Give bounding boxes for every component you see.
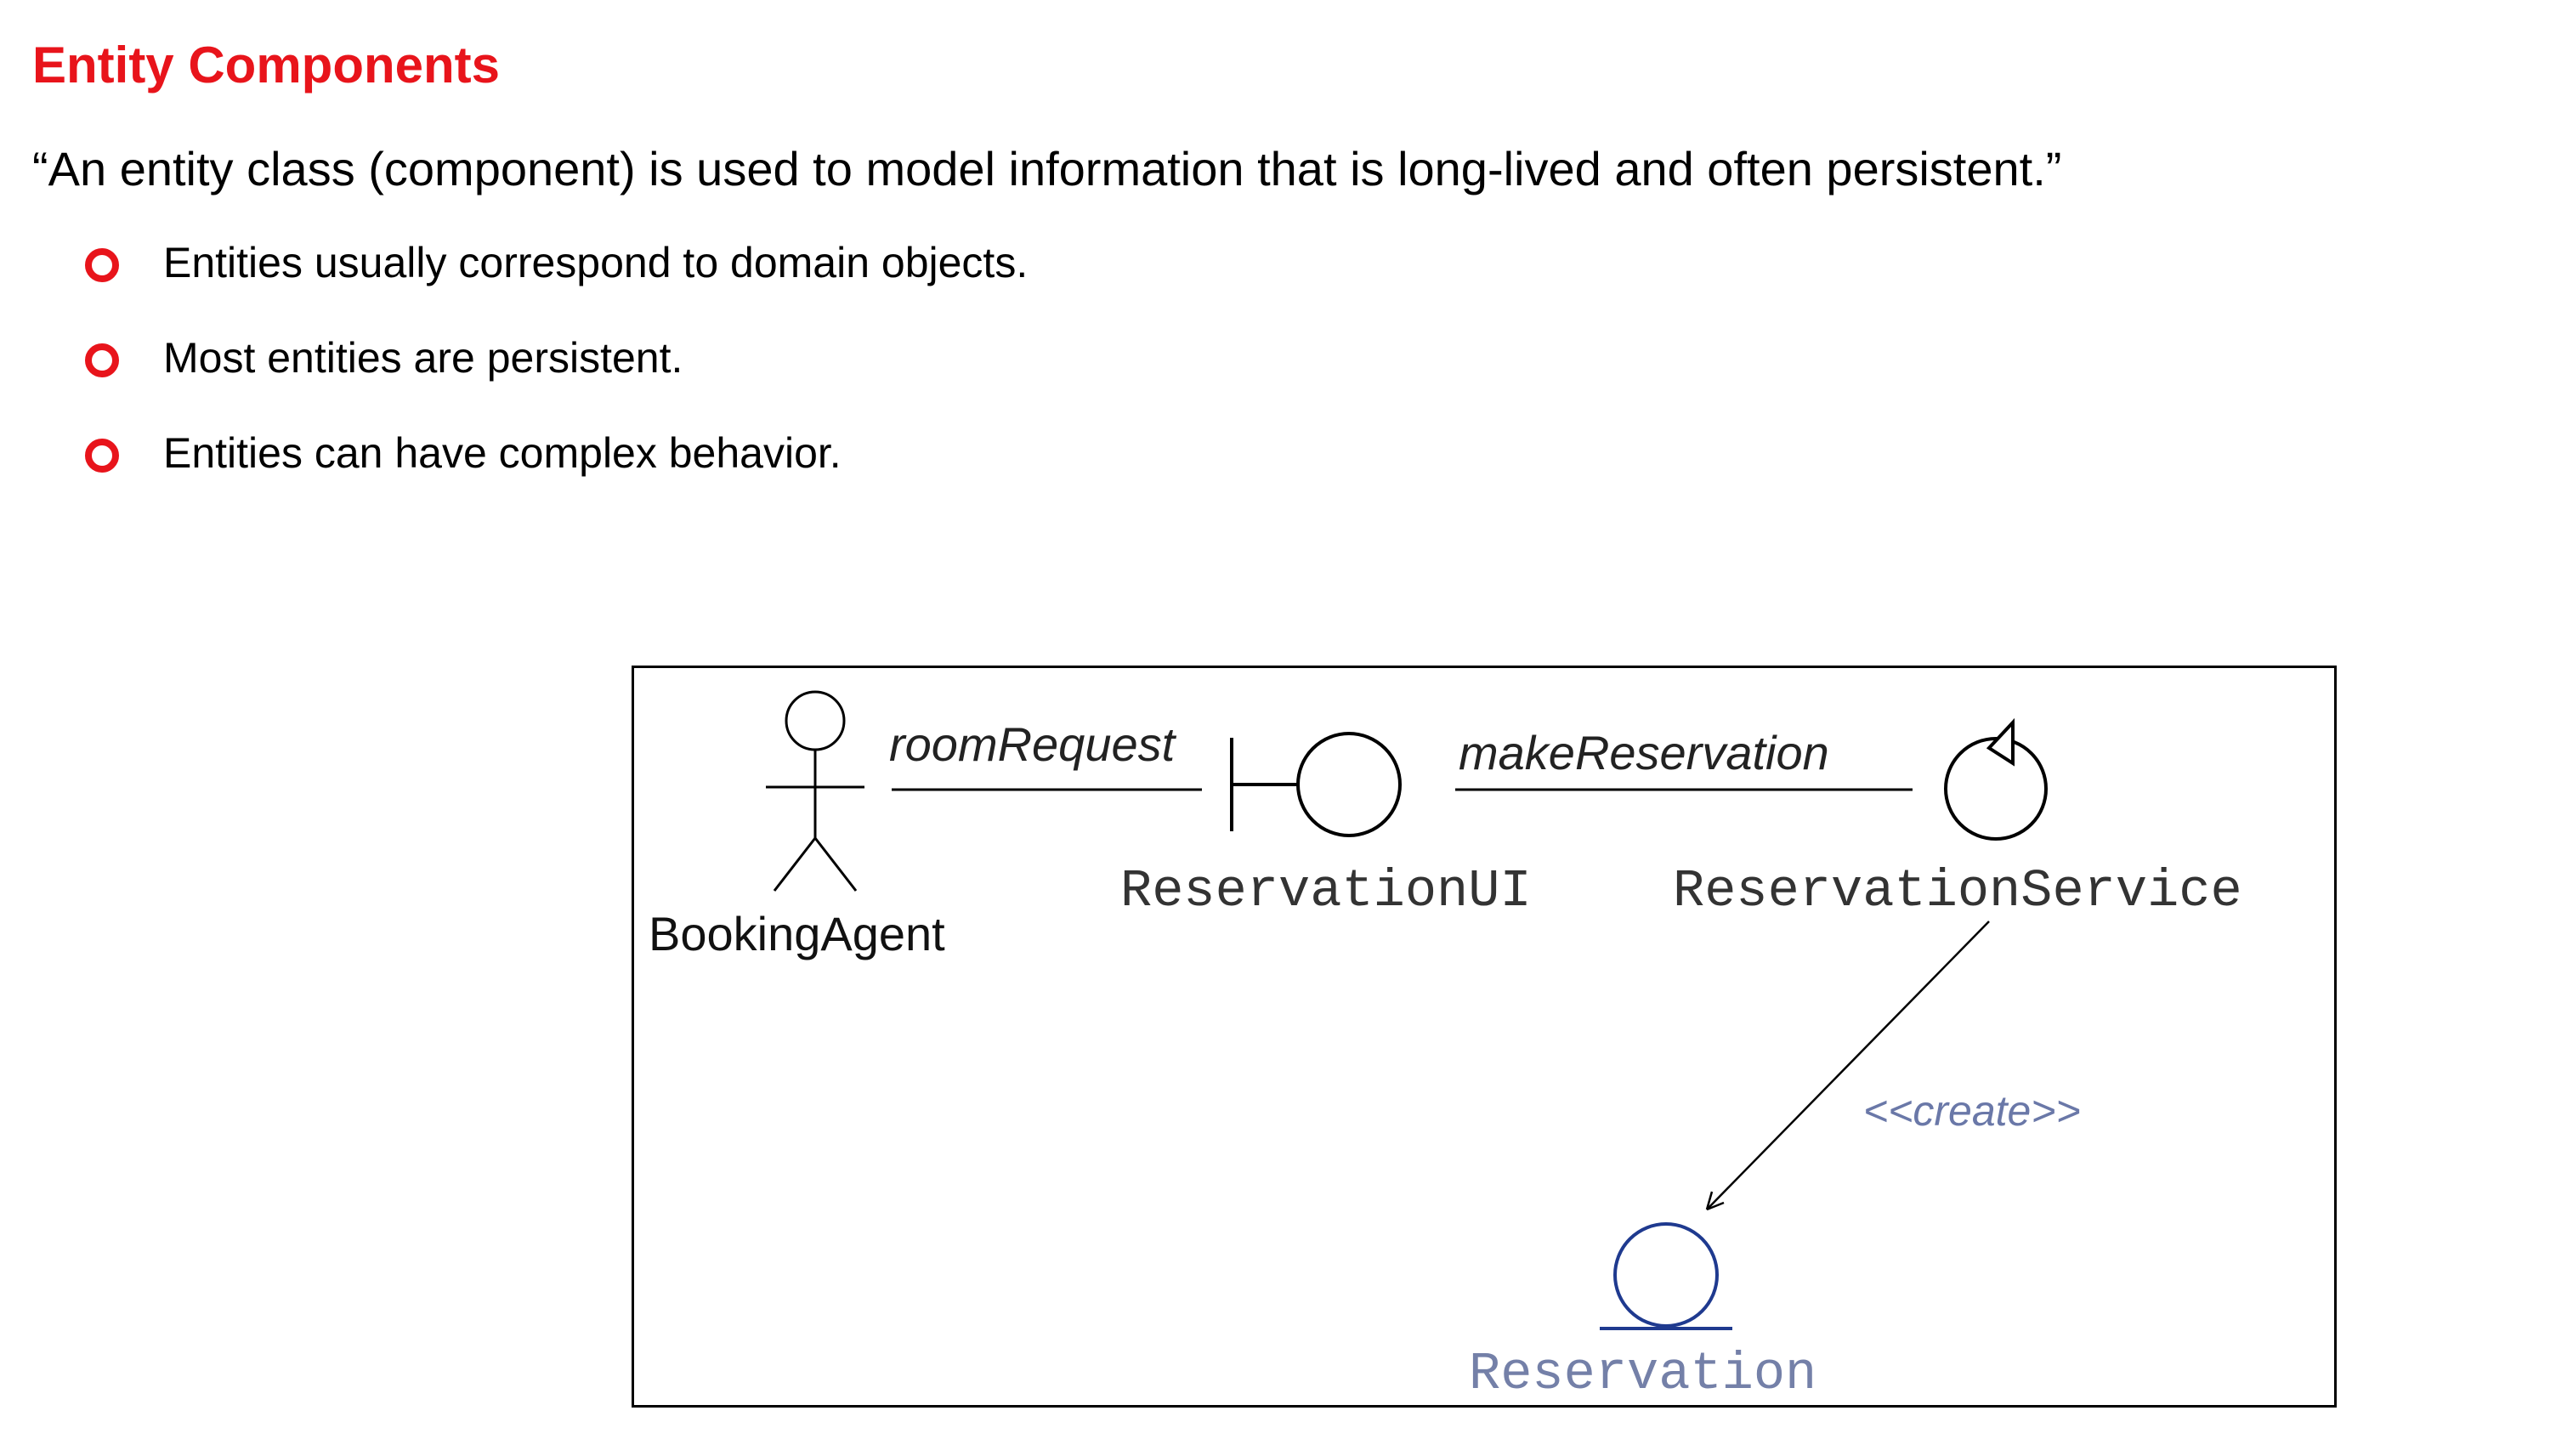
definition-quote: “An entity class (component) is used to …	[32, 142, 2062, 195]
ring-bullet-icon	[85, 439, 119, 473]
boundary-label: ReservationUI	[1120, 861, 1532, 921]
create-arrowhead	[1706, 1201, 1725, 1211]
bullet-item: Entities can have complex behavior.	[85, 428, 1028, 524]
control-label: ReservationService	[1673, 861, 2242, 921]
control-icon	[1944, 717, 2048, 841]
bullet-text: Entities can have complex behavior.	[163, 429, 842, 477]
entity-icon	[1600, 1222, 1732, 1330]
stick-figure-icon	[766, 690, 864, 892]
actor-label: BookingAgent	[649, 907, 945, 960]
slide-title: Entity Components	[32, 37, 500, 93]
entity-label: Reservation	[1469, 1344, 1817, 1404]
create-stereotype-label: <<create>>	[1863, 1087, 2081, 1135]
message-label-make-reservation: makeReservation	[1459, 726, 1829, 779]
boundary-icon	[1230, 732, 1402, 837]
create-arrowhead	[1705, 1191, 1714, 1210]
create-dependency-line	[1706, 921, 1990, 1210]
robustness-diagram: BookingAgent roomRequest ReservationUI m…	[632, 666, 2337, 1408]
bullet-item: Most entities are persistent.	[85, 333, 1028, 428]
bullet-text: Entities usually correspond to domain ob…	[163, 239, 1029, 286]
diagram-graphics	[766, 690, 2048, 1330]
ring-bullet-icon	[85, 248, 119, 282]
bullet-item: Entities usually correspond to domain ob…	[85, 238, 1028, 333]
bullet-list: Entities usually correspond to domain ob…	[85, 238, 1028, 524]
bullet-text: Most entities are persistent.	[163, 334, 683, 382]
ring-bullet-icon	[85, 343, 119, 377]
message-label-room-request: roomRequest	[889, 717, 1176, 771]
